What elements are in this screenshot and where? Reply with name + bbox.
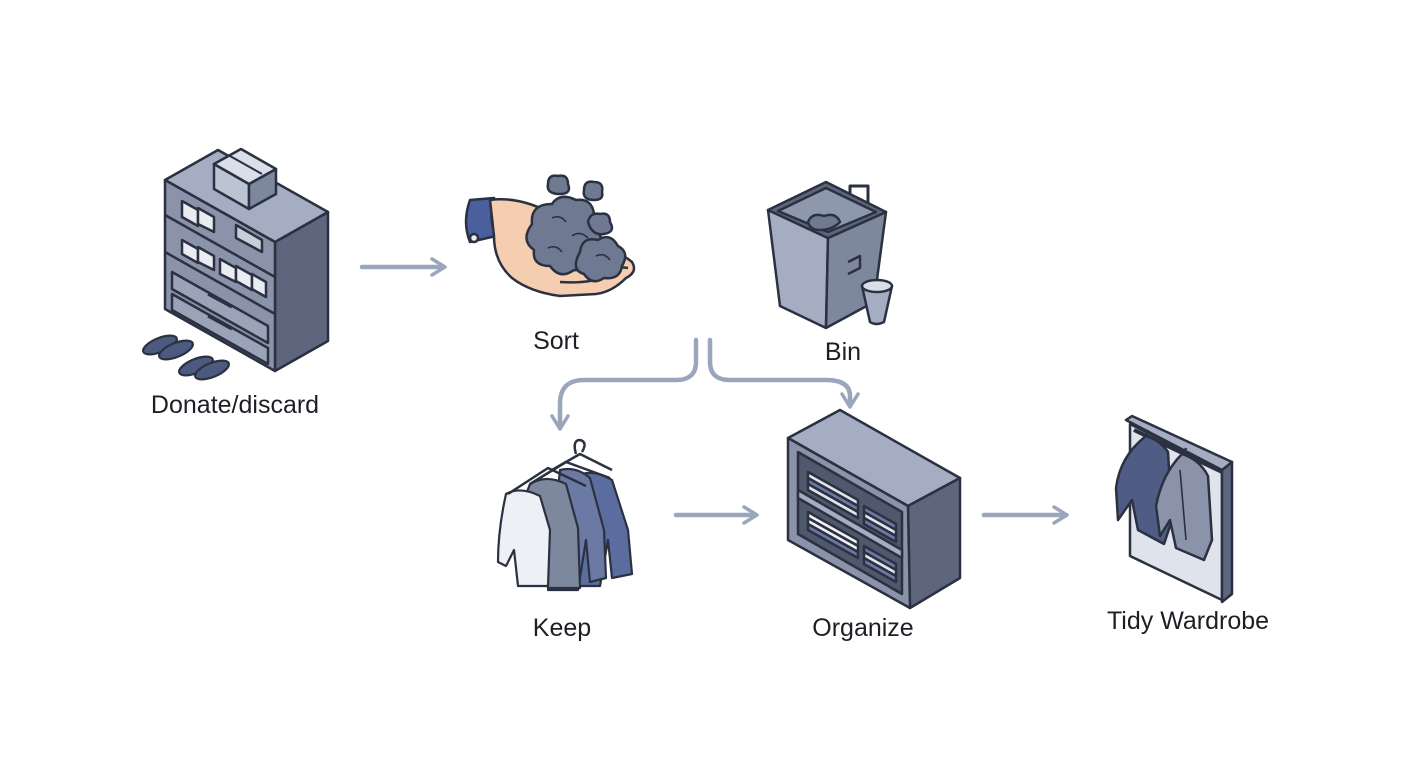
wardrobe-rack-icon (1114, 414, 1234, 604)
arrows (359, 257, 1069, 525)
arrow-sort-to-organize (707, 337, 860, 409)
cabinet-shelf-icon (163, 147, 330, 373)
node-label-donate: Donate/discard (151, 391, 319, 419)
node-label-tidy: Tidy Wardrobe (1107, 607, 1269, 635)
arrow-sort-to-keep (550, 337, 699, 431)
shoes-icon (142, 334, 230, 381)
node-label-sort: Sort (533, 327, 579, 355)
hand-holding-clothes-icon (464, 174, 636, 298)
node-label-organize: Organize (812, 614, 913, 642)
clothes-on-hangers-icon (496, 438, 634, 592)
node-label-bin: Bin (825, 338, 861, 366)
open-shelf-icon (786, 408, 962, 610)
node-label-keep: Keep (533, 614, 591, 642)
trash-bin-icon (766, 180, 894, 330)
